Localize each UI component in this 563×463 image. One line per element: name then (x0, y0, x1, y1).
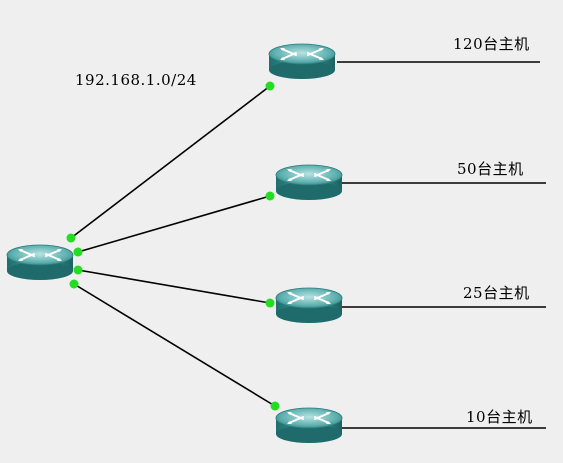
link-port-icon (265, 298, 275, 308)
router-icon[interactable] (268, 43, 336, 80)
subnet-label: 192.168.1.0/24 (75, 71, 197, 89)
link-port-icon (69, 279, 79, 289)
hosts-label-branch-3: 25台主机 (463, 284, 530, 302)
link-port-icon (265, 191, 275, 201)
link-core-to-router-3 (77, 269, 271, 304)
router-icon[interactable] (275, 164, 343, 201)
link-core-to-router-4 (73, 283, 276, 407)
hosts-label-branch-4: 10台主机 (466, 408, 533, 426)
link-port-icon (270, 401, 280, 411)
router-icon[interactable] (275, 287, 343, 324)
link-core-to-router-2 (77, 195, 271, 253)
link-port-icon (66, 233, 76, 243)
hosts-label-branch-1: 120台主机 (453, 35, 530, 53)
core-router-icon[interactable] (6, 244, 74, 281)
hosts-label-branch-2: 50台主机 (457, 160, 524, 178)
link-port-icon (265, 81, 275, 91)
link-core-to-router-1 (70, 85, 271, 239)
link-port-icon (73, 265, 83, 275)
link-port-icon (73, 247, 83, 257)
router-icon[interactable] (275, 407, 343, 444)
